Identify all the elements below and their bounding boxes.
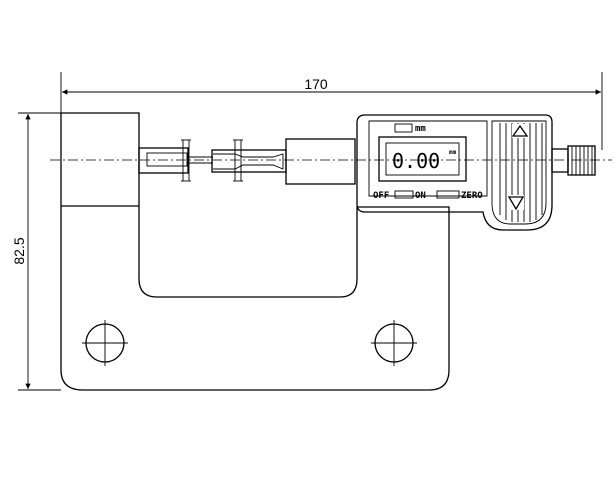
up-arrow-icon[interactable]	[511, 124, 529, 138]
unit-label: mm	[415, 124, 426, 134]
spindle	[211, 139, 287, 182]
height-dimension-label: 82.5	[11, 237, 27, 264]
mounting-hole-right	[371, 320, 417, 366]
zero-button[interactable]	[436, 190, 460, 199]
mounting-hole-left	[82, 320, 128, 366]
zero-button-label: ZERO	[461, 191, 483, 201]
width-dimension: 170	[60, 72, 603, 150]
on-button-label: ON	[415, 191, 426, 201]
thimble-knob[interactable]	[551, 145, 596, 176]
off-button-label: OFF	[373, 191, 389, 201]
on-off-button[interactable]	[394, 190, 414, 199]
frame	[60, 112, 450, 391]
lcd-screen: 0.00 mm	[378, 136, 467, 182]
width-dimension-label: 170	[304, 76, 328, 92]
spindle-sleeve	[285, 138, 356, 185]
height-dimension: 82.5	[11, 112, 61, 391]
unit-indicator	[394, 123, 413, 133]
down-arrow-icon[interactable]	[507, 195, 525, 211]
anvil	[138, 139, 191, 182]
lcd-reading: 0.00	[392, 149, 440, 173]
lcd-reading-unit: mm	[449, 149, 457, 156]
